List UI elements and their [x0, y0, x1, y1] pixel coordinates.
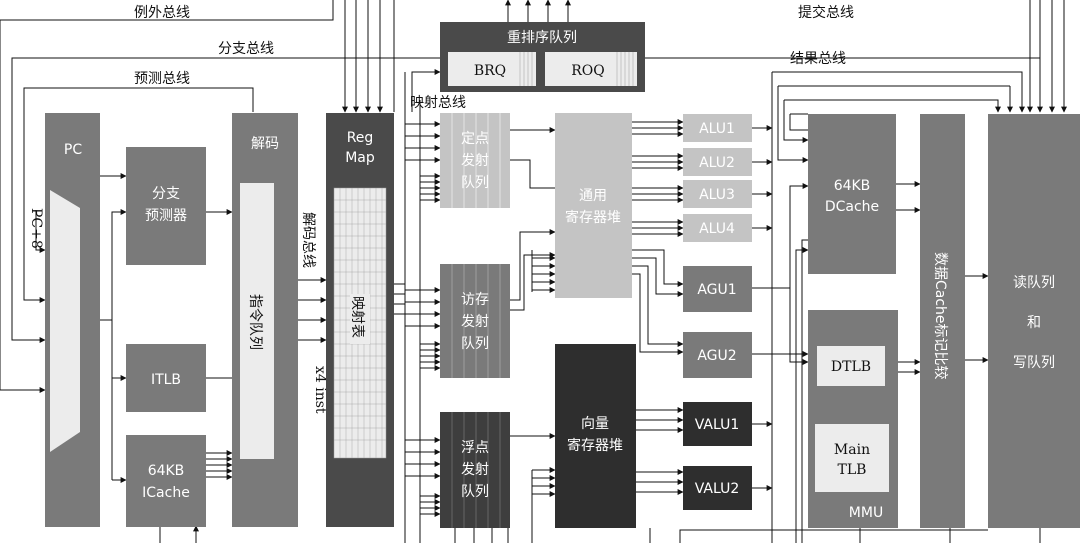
vrf-line1: 向量 — [581, 416, 609, 432]
dtlb-box — [817, 346, 885, 386]
pc-plus8-label: PC+8 — [28, 208, 44, 249]
rob-block: 重排序队列 BRQ ROQ — [440, 22, 645, 92]
itlb-label: ITLB — [151, 372, 181, 388]
grf-block: 通用 寄存器堆 — [555, 113, 632, 298]
roq-label: ROQ — [571, 63, 605, 79]
commit-bus-label: 提交总线 — [798, 4, 854, 21]
result-bus-label: 结果总线 — [790, 51, 846, 67]
icache-block: 64KB ICache — [126, 435, 206, 527]
valu2-label: VALU2 — [695, 481, 740, 497]
mem-issue-queue: 访存 发射 队列 — [440, 264, 510, 378]
memq-line2: 发射 — [461, 314, 489, 330]
roq-box — [545, 52, 637, 86]
pc-block: PC — [45, 113, 100, 527]
alu4-block: ALU4 — [683, 214, 752, 242]
itlb-block: ITLB — [126, 344, 206, 412]
map-table-label: 映射表 — [349, 296, 365, 338]
icache-line2: ICache — [142, 485, 190, 501]
fpq-line3: 队列 — [461, 484, 489, 500]
agu2-label: AGU2 — [697, 348, 736, 364]
main-tlb-line1: Main — [834, 442, 870, 458]
alu2-block: ALU2 — [683, 148, 752, 176]
grf-line2: 寄存器堆 — [565, 209, 621, 226]
agu2-block: AGU2 — [683, 332, 752, 378]
fpq-line2: 发射 — [461, 462, 489, 478]
rwq-line3: 写队列 — [1013, 355, 1055, 371]
agu1-block: AGU1 — [683, 266, 752, 312]
alu3-label: ALU3 — [699, 187, 735, 203]
bp-line2: 预测器 — [145, 208, 187, 224]
dtlb-label: DTLB — [831, 359, 871, 375]
alu1-block: ALU1 — [683, 114, 752, 142]
fp-issue-queue: 浮点 发射 队列 — [440, 412, 510, 528]
x4-inst-label: x4 inst — [312, 366, 328, 414]
mmu-block: DTLB Main TLB MMU — [808, 310, 898, 528]
exception-bus-label: 例外总线 — [134, 5, 190, 21]
decode-block: 解码 指令队列 — [232, 113, 298, 527]
fixq-line3: 队列 — [461, 175, 489, 191]
mmu-label: MMU — [849, 505, 883, 521]
pc-label: PC — [64, 142, 82, 158]
grf-line1: 通用 — [579, 188, 607, 204]
valu2-block: VALU2 — [683, 466, 752, 510]
fixq-line2: 发射 — [461, 153, 489, 169]
rob-label: 重排序队列 — [507, 30, 577, 46]
main-tlb-line2: TLB — [838, 462, 867, 478]
predict-bus-label: 预测总线 — [134, 71, 190, 87]
fpq-line1: 浮点 — [461, 440, 489, 456]
agu1-label: AGU1 — [697, 282, 736, 298]
dcache-line1: 64KB — [834, 178, 871, 194]
dcache-line2: DCache — [825, 199, 879, 215]
inst-queue-label: 指令队列 — [247, 294, 263, 350]
icache-line1: 64KB — [148, 463, 185, 479]
decode-bus-label: 解码总线 — [300, 212, 316, 268]
alu2-label: ALU2 — [699, 155, 735, 171]
memq-line1: 访存 — [461, 292, 489, 308]
map-table: 映射表 — [333, 187, 387, 459]
rwq-line2: 和 — [1027, 315, 1041, 331]
vrf-block: 向量 寄存器堆 — [555, 344, 636, 528]
brq-box — [448, 52, 536, 86]
branch-bus-label: 分支总线 — [218, 41, 274, 57]
regmap-line2: Map — [345, 150, 375, 166]
fixq-line1: 定点 — [461, 131, 489, 147]
valu1-label: VALU1 — [695, 417, 740, 433]
rw-queue-block: 读队列 和 写队列 — [988, 114, 1080, 528]
alu3-block: ALU3 — [683, 180, 752, 208]
memq-line3: 队列 — [461, 336, 489, 352]
tag-compare-block: 数据Cache标记比较 — [920, 114, 965, 528]
bp-line1: 分支 — [152, 186, 180, 202]
rwq-line1: 读队列 — [1013, 274, 1055, 291]
regmap-block: Reg Map 映射表 — [326, 113, 394, 527]
valu1-block: VALU1 — [683, 402, 752, 446]
main-tlb-box — [815, 424, 889, 492]
dcache-block: 64KB DCache — [808, 114, 896, 274]
map-bus-label: 映射总线 — [410, 95, 466, 111]
regmap-line1: Reg — [347, 130, 374, 146]
vrf-line2: 寄存器堆 — [567, 437, 623, 454]
tag-compare-label: 数据Cache标记比较 — [932, 252, 948, 380]
brq-label: BRQ — [474, 63, 506, 79]
alu4-label: ALU4 — [699, 221, 735, 237]
fixed-issue-queue: 定点 发射 队列 — [440, 113, 510, 208]
decode-label: 解码 — [251, 136, 279, 152]
branch-predictor-block: 分支 预测器 — [126, 147, 206, 265]
alu1-label: ALU1 — [699, 121, 735, 137]
inst-queue — [240, 183, 274, 459]
